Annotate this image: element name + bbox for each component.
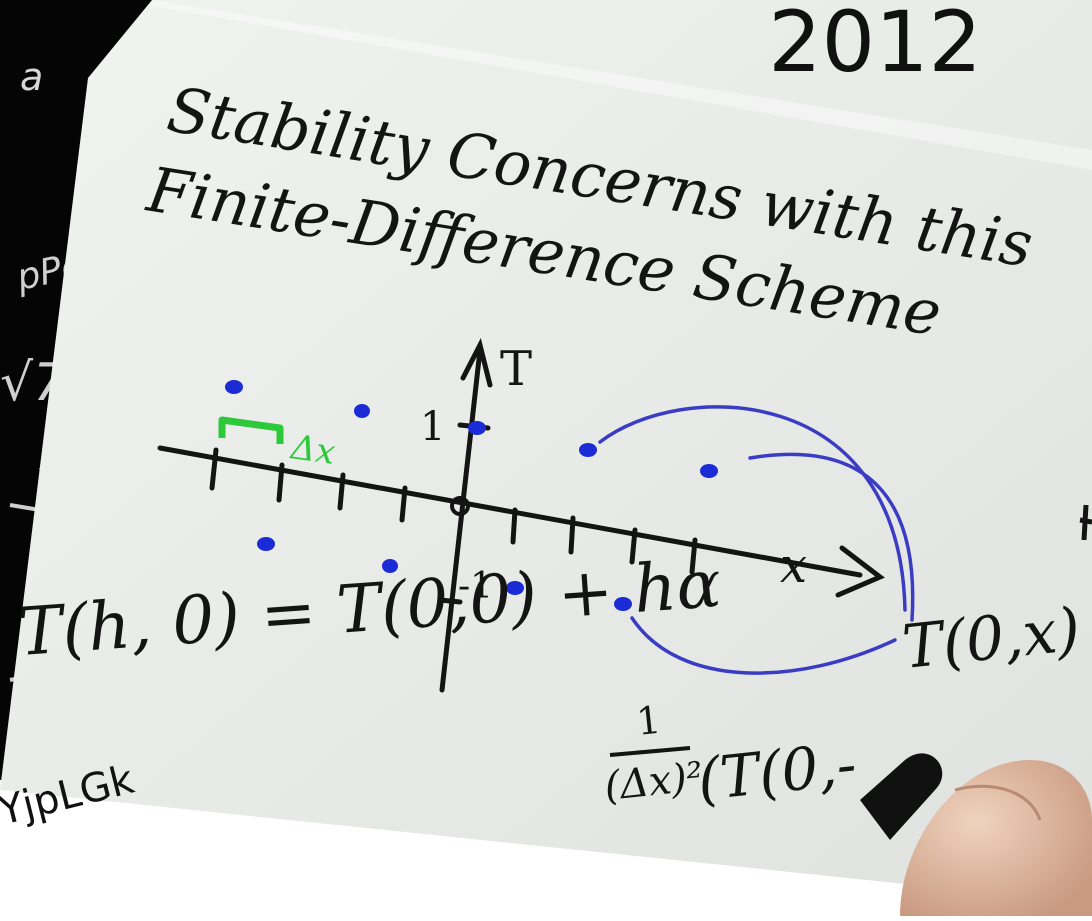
grid-points bbox=[225, 380, 718, 611]
hand-with-marker bbox=[860, 753, 1092, 916]
origin-circle bbox=[450, 496, 470, 516]
grid-dot bbox=[382, 559, 398, 573]
year-caption: 2012 bbox=[768, 0, 982, 91]
fraction-denominator: (Δx)² bbox=[602, 754, 705, 810]
axis-x-label: x bbox=[780, 538, 807, 594]
x-tick bbox=[689, 537, 698, 575]
grid-dot bbox=[506, 581, 524, 595]
grid-dot bbox=[225, 380, 243, 394]
grid-dot bbox=[614, 597, 632, 611]
grid-dot bbox=[354, 404, 370, 418]
tick-label-minus-one: -1 bbox=[458, 566, 493, 607]
grid-dot bbox=[468, 421, 486, 435]
delta-x-label: Δx bbox=[287, 427, 338, 473]
equation-tail: (T(0,- bbox=[694, 730, 859, 814]
x-tick bbox=[399, 485, 408, 523]
grid-dot bbox=[579, 443, 597, 457]
axis-t-label: T bbox=[500, 341, 532, 397]
partial-axis-right bbox=[1079, 504, 1092, 541]
fraction-bar bbox=[609, 746, 691, 757]
x-tick bbox=[510, 507, 518, 545]
curve-lower bbox=[630, 616, 897, 675]
delta-x-marker: Δx bbox=[218, 416, 338, 473]
x-tick bbox=[629, 527, 638, 565]
curve-middle bbox=[748, 452, 915, 622]
coordinate-axes bbox=[157, 337, 885, 693]
x-axis bbox=[157, 445, 863, 578]
connection-curves bbox=[598, 405, 915, 675]
curve-upper bbox=[598, 405, 907, 612]
grid-dot bbox=[257, 537, 275, 551]
x-tick bbox=[568, 515, 576, 555]
x-tick bbox=[276, 462, 285, 503]
tick-label-plus-one: 1 bbox=[420, 404, 445, 450]
grid-dot bbox=[700, 464, 718, 478]
x-tick bbox=[337, 472, 346, 511]
t-tick-minus-one bbox=[437, 597, 463, 605]
t-axis-arrow bbox=[460, 337, 493, 388]
fraction-numerator: 1 bbox=[634, 698, 663, 744]
x-axis-arrow bbox=[835, 545, 885, 598]
chalk-scribble-1: a bbox=[20, 55, 43, 99]
x-tick bbox=[209, 447, 219, 491]
t-axis bbox=[439, 347, 483, 693]
